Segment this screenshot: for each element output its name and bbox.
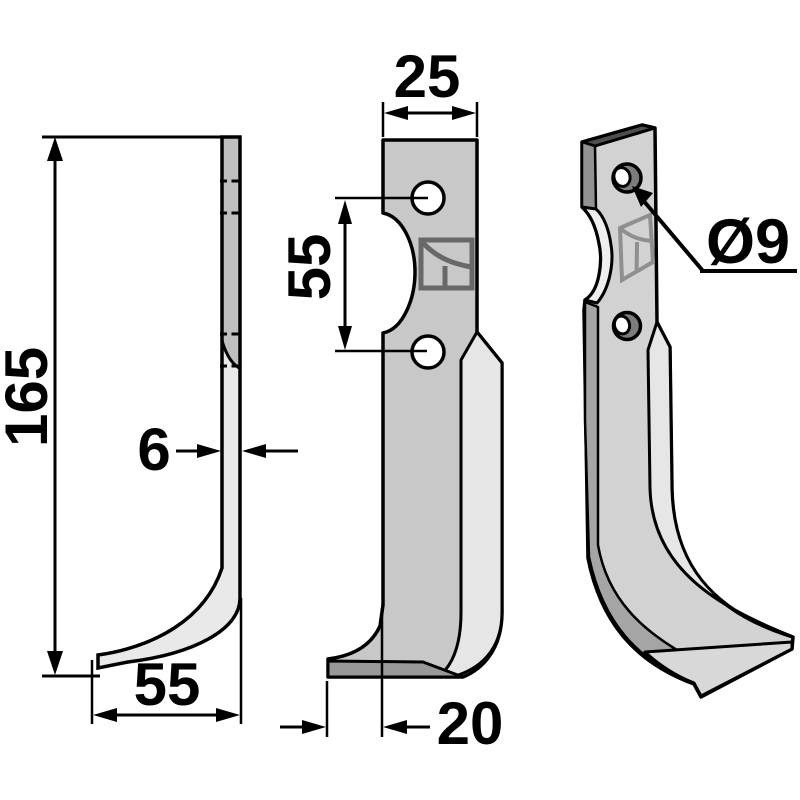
perspective-view: Ø9 — [580, 123, 797, 699]
dim-label-foot-offset: 20 — [437, 690, 504, 757]
arrowhead-leader-icon — [632, 186, 653, 207]
side-blade-upper-fill — [222, 137, 240, 367]
front-foot-underside — [326, 659, 465, 679]
arrowhead-right-icon — [452, 106, 476, 120]
arrowhead-up-icon — [47, 137, 63, 161]
persp-hole-top-opening — [612, 166, 632, 188]
arrowhead-left-icon — [383, 720, 407, 734]
manufacturer-logo-icon — [418, 237, 475, 291]
persp-left-face — [580, 140, 598, 211]
arrowhead-right-icon — [302, 720, 326, 734]
arrowhead-right-icon — [216, 708, 240, 722]
dim-label-blade-height: 165 — [0, 347, 60, 447]
persp-bevel-band — [646, 320, 793, 638]
arrowhead-down-icon — [338, 326, 352, 350]
dim-label-hole-diameter: Ø9 — [706, 207, 790, 277]
arrowhead-left-icon — [242, 444, 266, 458]
side-blade-outline — [96, 135, 242, 671]
arrowhead-down-icon — [47, 651, 63, 675]
dim-label-blade-thickness: 6 — [137, 416, 170, 483]
arrowhead-up-icon — [338, 200, 352, 224]
dim-label-foot-length: 55 — [134, 651, 201, 718]
persp-hole-bottom-opening — [612, 314, 632, 336]
persp-foot-face — [643, 640, 794, 698]
manufacturer-logo-skewed-icon — [617, 212, 656, 284]
side-view: 165 6 55 — [0, 135, 298, 724]
arrowhead-left-icon — [93, 708, 117, 722]
side-blade-notch-sliver — [222, 341, 241, 369]
front-view: 25 55 20 — [276, 43, 504, 757]
diameter-leader-line — [635, 191, 705, 273]
side-blade-fill — [98, 137, 240, 668]
persp-notch-face — [580, 205, 614, 305]
dim-label-blade-width: 25 — [394, 43, 461, 110]
arrowhead-right-icon — [197, 444, 221, 458]
arrowhead-left-icon — [384, 106, 408, 120]
dim-label-hole-spacing: 55 — [276, 234, 343, 301]
